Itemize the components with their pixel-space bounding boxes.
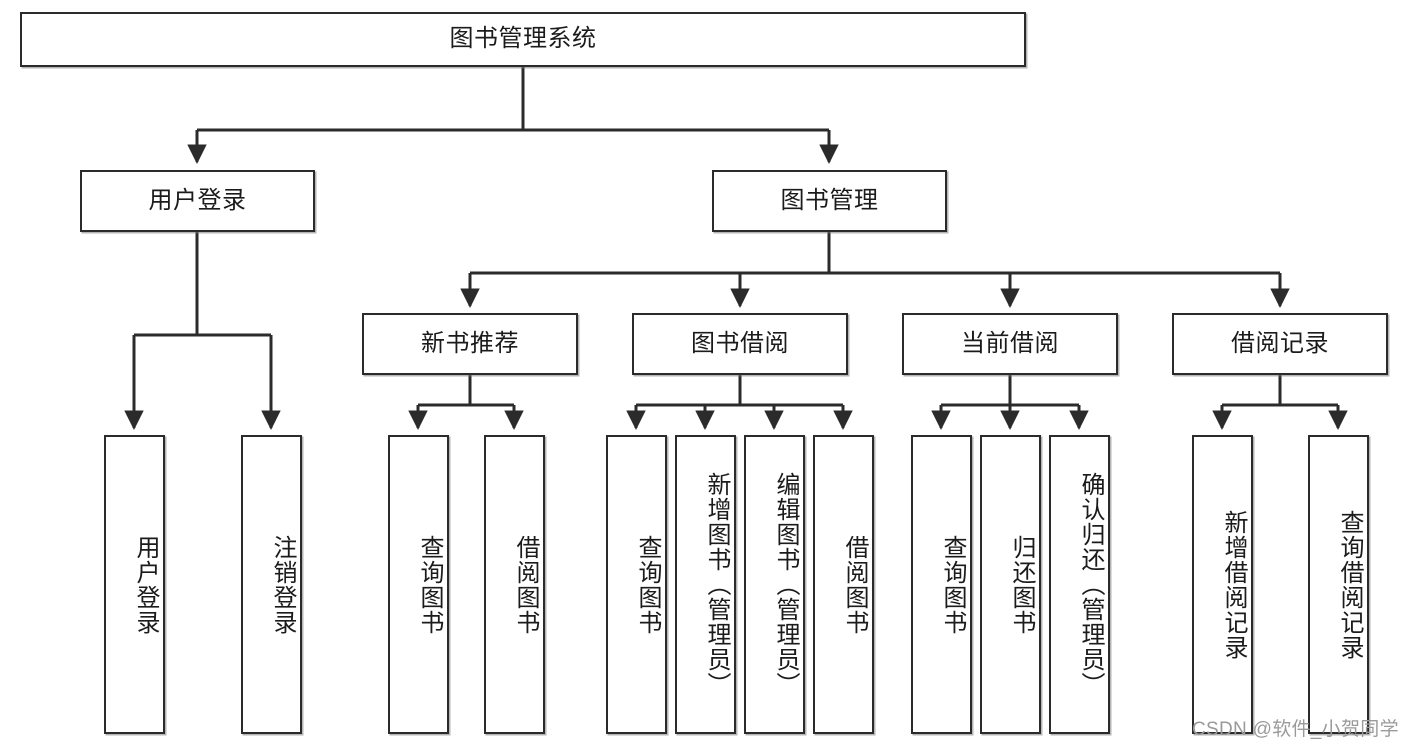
leaf-return-books[interactable]: 归还图书	[980, 435, 1041, 734]
node-label: 图书借阅	[691, 329, 789, 357]
node-label: 借阅记录	[1231, 329, 1329, 357]
leaf-add-book-admin[interactable]: 新增图书（管理员）	[675, 435, 736, 734]
node-label: 当前借阅	[961, 329, 1059, 357]
leaf-query-borrow-record[interactable]: 查询借阅记录	[1308, 435, 1369, 734]
node-label: 新增借阅记录	[1220, 509, 1247, 660]
node-label: 查询图书	[634, 534, 661, 635]
csdn-watermark: CSDN @软件_小贺同学	[1192, 719, 1399, 740]
node-label: 确认归还（管理员）	[1077, 472, 1104, 697]
node-label: 图书管理	[780, 186, 879, 214]
node-label: 用户登录	[132, 534, 159, 635]
leaf-add-borrow-record[interactable]: 新增借阅记录	[1192, 435, 1253, 734]
leaf-user-login[interactable]: 用户登录	[104, 435, 165, 734]
node-label: 用户登录	[148, 186, 247, 214]
node-book-borrow[interactable]: 图书借阅	[632, 313, 848, 375]
leaf-confirm-return-admin[interactable]: 确认归还（管理员）	[1049, 435, 1110, 734]
node-label: 注销登录	[269, 534, 296, 635]
node-book-management[interactable]: 图书管理	[712, 170, 947, 232]
node-label: 归还图书	[1008, 534, 1035, 635]
leaf-query-books-recommendation[interactable]: 查询图书	[388, 435, 449, 734]
node-label: 新书推荐	[421, 329, 519, 357]
node-new-book-recommendation[interactable]: 新书推荐	[362, 313, 578, 375]
leaf-logout-login[interactable]: 注销登录	[241, 435, 302, 734]
leaf-edit-book-admin[interactable]: 编辑图书（管理员）	[744, 435, 805, 734]
node-current-borrow[interactable]: 当前借阅	[902, 313, 1118, 375]
node-book-management-system[interactable]: 图书管理系统	[20, 12, 1026, 67]
node-label: 查询借阅记录	[1336, 509, 1363, 660]
node-user-login[interactable]: 用户登录	[80, 170, 315, 232]
leaf-query-books-current[interactable]: 查询图书	[911, 435, 972, 734]
leaf-borrow-books-recommendation[interactable]: 借阅图书	[484, 435, 545, 734]
leaf-borrow-books[interactable]: 借阅图书	[813, 435, 874, 734]
node-label: 新增图书（管理员）	[703, 472, 730, 697]
node-label: 图书管理系统	[449, 25, 597, 53]
node-label: 查询图书	[939, 534, 966, 635]
leaf-query-books-borrow[interactable]: 查询图书	[606, 435, 667, 734]
node-label: 借阅图书	[841, 534, 868, 635]
node-borrow-records[interactable]: 借阅记录	[1172, 313, 1388, 375]
node-label: 编辑图书（管理员）	[772, 472, 799, 697]
node-label: 借阅图书	[512, 534, 539, 635]
node-label: 查询图书	[416, 534, 443, 635]
